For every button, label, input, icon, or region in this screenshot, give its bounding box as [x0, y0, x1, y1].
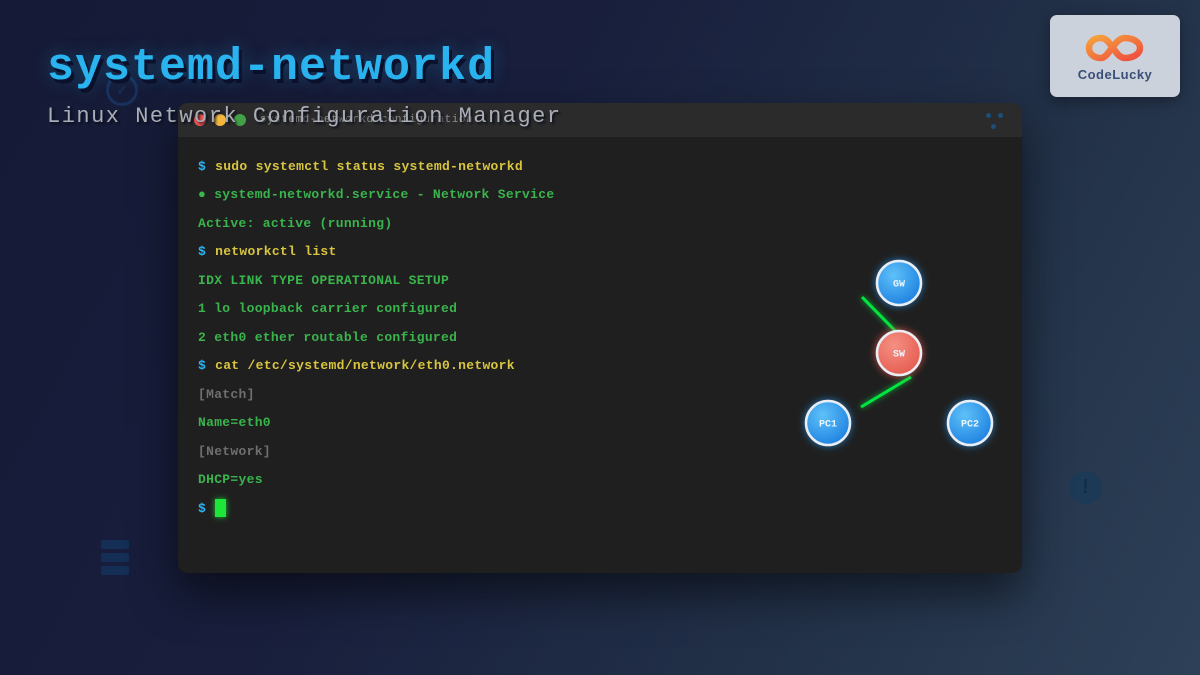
- output-text: [Network]: [198, 443, 271, 459]
- output-text: ● systemd-networkd.service - Network Ser…: [198, 187, 555, 203]
- shell-prompt: $: [198, 500, 207, 516]
- command-text: networkctl list: [215, 244, 337, 260]
- output-text: 1 lo loopback carrier configured: [198, 301, 458, 317]
- terminal-line: $: [198, 494, 1002, 523]
- terminal-line: 2 eth0 ether routable configured: [198, 323, 1002, 352]
- terminal-line: IDX LINK TYPE OPERATIONAL SETUP: [198, 266, 1002, 295]
- terminal-output: $ sudo systemctl status systemd-networkd ●…: [198, 152, 1002, 563]
- check-circle-icon: ✓: [106, 74, 138, 106]
- shell-prompt: $: [198, 358, 207, 374]
- shell-prompt: $: [198, 244, 207, 260]
- command-text: sudo systemctl status systemd-networkd: [215, 158, 523, 174]
- hamburger-menu-icon: [101, 540, 129, 579]
- alert-circle-icon: !: [1069, 471, 1102, 504]
- terminal-line: ● systemd-networkd.service - Network Ser…: [198, 181, 1002, 210]
- terminal-title: systemd-networkd configuration: [260, 114, 474, 126]
- terminal-line: [Match]: [198, 380, 1002, 409]
- exclamation-glyph: !: [1082, 476, 1089, 498]
- output-text: Name=eth0: [198, 415, 271, 431]
- terminal-line: $ cat /etc/systemd/network/eth0.network: [198, 352, 1002, 381]
- brand-name: CodeLucky: [1077, 66, 1153, 82]
- command-text: cat /etc/systemd/network/eth0.network: [215, 358, 515, 374]
- output-text: Active: active (running): [198, 215, 393, 231]
- output-text: IDX LINK TYPE OPERATIONAL SETUP: [198, 272, 450, 288]
- output-text: [Match]: [198, 386, 255, 402]
- terminal-line: DHCP=yes: [198, 466, 1002, 495]
- output-text: DHCP=yes: [198, 472, 263, 488]
- brand-logo-card: CodeLucky: [1050, 15, 1180, 97]
- shell-prompt: $: [198, 158, 207, 174]
- terminal-line: Name=eth0: [198, 409, 1002, 438]
- terminal-line: Active: active (running): [198, 209, 1002, 238]
- infinity-icon: [1085, 34, 1144, 61]
- terminal-line: [Network]: [198, 437, 1002, 466]
- maximize-button[interactable]: [234, 114, 246, 126]
- terminal-window: systemd-networkd configuration $ sudo sys…: [178, 103, 1022, 573]
- page-title: systemd-networkd: [47, 42, 496, 93]
- terminal-line: $ networkctl list: [198, 238, 1002, 267]
- terminal-line: 1 lo loopback carrier configured: [198, 295, 1002, 324]
- corner-dots-icon: [986, 113, 1008, 131]
- check-glyph: ✓: [117, 82, 127, 100]
- minimize-button[interactable]: [214, 114, 226, 126]
- terminal-cursor[interactable]: [215, 499, 227, 518]
- output-text: 2 eth0 ether routable configured: [198, 329, 458, 345]
- page-subtitle: Linux Network Configuration Manager: [47, 104, 562, 129]
- traffic-lights: [194, 114, 246, 126]
- close-button[interactable]: [194, 114, 206, 126]
- terminal-titlebar: systemd-networkd configuration: [178, 103, 1022, 137]
- terminal-line: $ sudo systemctl status systemd-networkd: [198, 152, 1002, 181]
